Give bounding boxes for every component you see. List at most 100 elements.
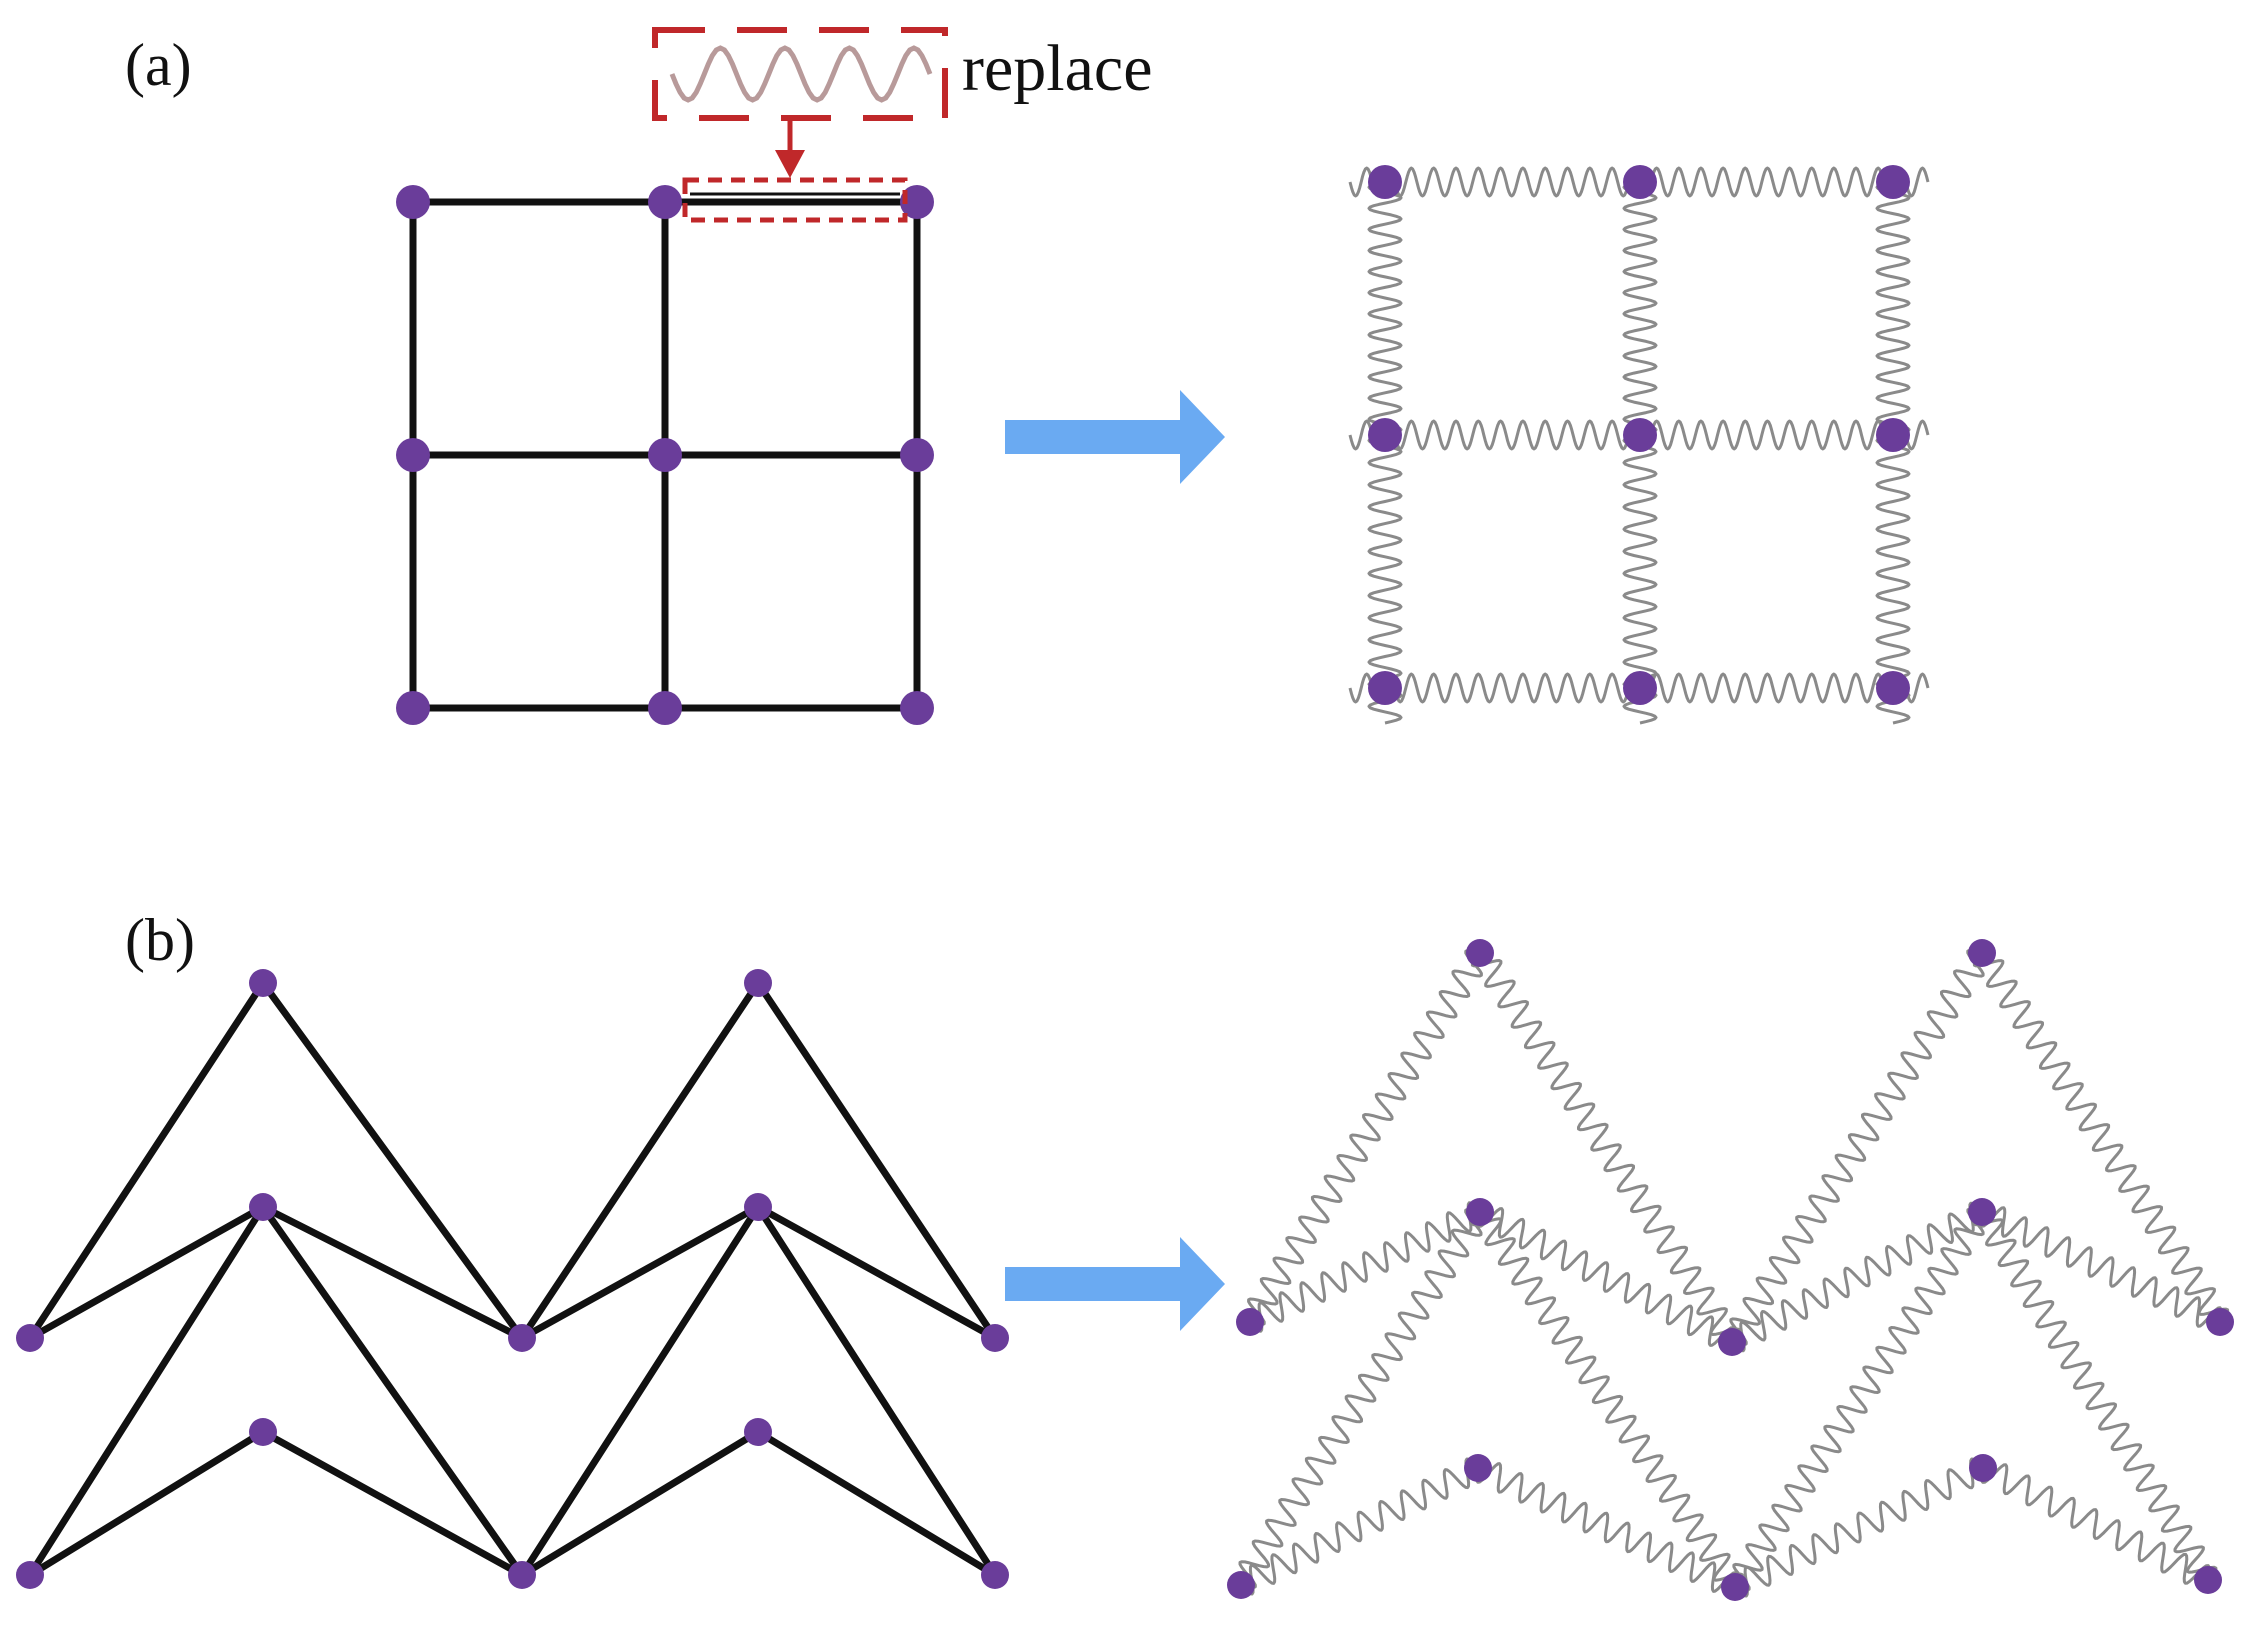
node-dot (648, 438, 682, 472)
node-dot (648, 185, 682, 219)
spring-coil (1475, 1462, 1738, 1593)
node-dot (1876, 165, 1910, 199)
spring-coil (1348, 166, 1642, 198)
node-dot (1718, 1328, 1746, 1356)
spring-coil (1638, 419, 1930, 451)
node-dot (744, 1418, 772, 1446)
spring-coil (1972, 1210, 2218, 1582)
strut-line (518, 979, 762, 1342)
spring-coil (1875, 433, 1911, 725)
spring-coil (1638, 672, 1930, 704)
node-dot (2206, 1308, 2234, 1336)
node-dot (1368, 671, 1402, 705)
nodes-layer (16, 165, 2234, 1601)
node-dot (1368, 165, 1402, 199)
spring-coil (1247, 949, 1483, 1326)
node-dot (16, 1561, 44, 1589)
node-dot (981, 1324, 1009, 1352)
panel-label-b: (b) (125, 907, 195, 973)
node-dot (1227, 1571, 1255, 1599)
strut-line (259, 1203, 526, 1579)
spring-coil (1348, 419, 1642, 451)
spring-coil (1638, 166, 1930, 198)
node-dot (396, 438, 430, 472)
spring-coil (1470, 952, 1742, 1343)
replace-label: replace (962, 32, 1153, 105)
lines-layer (26, 192, 999, 1579)
spring-coil (1730, 1201, 1984, 1353)
strut-line (754, 1203, 999, 1579)
spring-coil (1348, 672, 1642, 704)
node-dot (1968, 1198, 1996, 1226)
spring-coil (1471, 1211, 1744, 1588)
replace-legend: replace (652, 27, 1153, 223)
strut-line (26, 1203, 267, 1342)
spring-coil (1729, 948, 1985, 1347)
strut-line (518, 1203, 762, 1342)
spring-coil (1732, 1207, 1985, 1592)
spring-coil (1875, 180, 1911, 437)
node-dot (1876, 418, 1910, 452)
node-dot (1623, 418, 1657, 452)
node-dot (1623, 165, 1657, 199)
strut-line (518, 1428, 762, 1579)
spring-coil (1972, 952, 2230, 1323)
node-dot (900, 185, 934, 219)
replace-spring-box (652, 27, 948, 121)
replace-spring-icon (669, 45, 933, 103)
node-dot (744, 969, 772, 997)
node-dot (508, 1324, 536, 1352)
down-arrow-icon (775, 150, 805, 178)
springs-layer (1238, 166, 2230, 1598)
spring-coil (1622, 180, 1658, 437)
node-dot (2194, 1566, 2222, 1594)
node-dot (16, 1324, 44, 1352)
spring-coil (1248, 1201, 1482, 1333)
spring-coil (1367, 433, 1403, 725)
node-dot (1464, 1454, 1492, 1482)
strut-line (26, 1428, 267, 1579)
node-dot (249, 1418, 277, 1446)
node-dot (1969, 1454, 1997, 1482)
node-dot (981, 1561, 1009, 1589)
strut-line (26, 979, 267, 1342)
spring-coil (1367, 180, 1403, 437)
strut-line (754, 1428, 999, 1579)
spring-coil (1733, 1457, 1985, 1598)
spring-coil (1239, 1457, 1480, 1596)
node-dot (900, 438, 934, 472)
node-dot (249, 969, 277, 997)
node-dot (1876, 671, 1910, 705)
strut-line (259, 979, 526, 1342)
strut-line (26, 1203, 267, 1579)
strut-line (754, 979, 999, 1342)
node-dot (396, 691, 430, 725)
spring-coil (1622, 433, 1658, 725)
node-dot (648, 691, 682, 725)
spring-coil (1476, 1207, 1736, 1347)
node-dot (744, 1193, 772, 1221)
strut-line (259, 1203, 526, 1342)
node-dot (1466, 939, 1494, 967)
node-dot (1368, 418, 1402, 452)
right-arrow-icon (1005, 1237, 1225, 1331)
strut-line (518, 1203, 762, 1579)
spring-coil (1238, 1207, 1483, 1590)
node-dot (396, 185, 430, 219)
strut-line (259, 1428, 526, 1579)
replaced-strut-highlight (682, 177, 908, 223)
node-dot (1466, 1198, 1494, 1226)
node-dot (1623, 671, 1657, 705)
node-dot (1236, 1308, 1264, 1336)
strut-line (754, 1203, 999, 1342)
node-dot (1721, 1573, 1749, 1601)
spring-coil (1980, 1463, 2211, 1585)
node-dot (900, 691, 934, 725)
node-dot (249, 1193, 277, 1221)
right-arrow-icon (1005, 390, 1225, 484)
node-dot (508, 1561, 536, 1589)
node-dot (1968, 939, 1996, 967)
panel-label-a: (a) (125, 32, 192, 98)
spring-coil (1979, 1206, 2223, 1328)
